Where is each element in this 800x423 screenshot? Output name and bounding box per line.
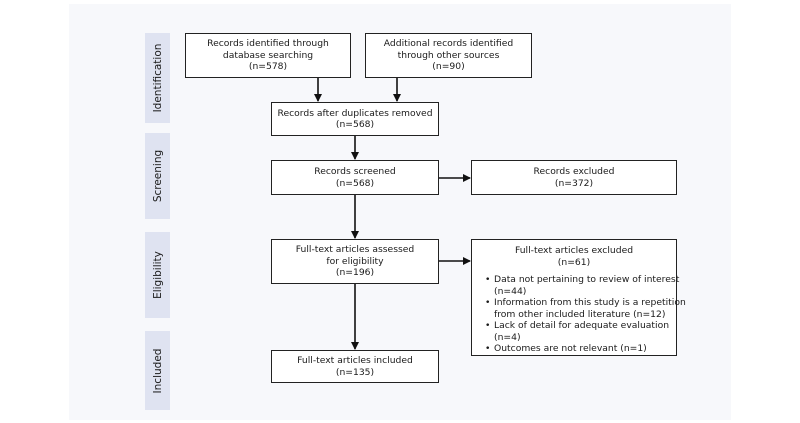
records-database-line1: Records identified through xyxy=(207,38,329,50)
exclusion-reason-text: Lack of detail for adequate evaluation xyxy=(494,320,670,331)
stage-label-screening: Screening xyxy=(151,149,164,203)
fulltext-assessed-box: Full-text articles assessed for eligibil… xyxy=(271,239,439,284)
records-excluded-count: (n=372) xyxy=(554,177,594,189)
fulltext-assessed-line2: for eligibility xyxy=(326,255,384,267)
exclusion-reasons-list: Data not pertaining to review of interes… xyxy=(476,274,686,355)
records-other-line2: through other sources xyxy=(397,49,500,61)
records-screened-box: Records screened (n=568) xyxy=(271,160,439,195)
fulltext-excluded-count: (n=61) xyxy=(557,256,591,268)
fulltext-assessed-count: (n=196) xyxy=(335,267,375,279)
exclusion-reason-text-line2: from other included literature (n=12) xyxy=(494,308,666,320)
stage-label-eligibility: Eligibility xyxy=(151,251,164,299)
exclusion-reason: Information from this study is a repetit… xyxy=(485,297,686,320)
exclusion-reason-text: Outcomes are not relevant (n=1) xyxy=(494,343,647,354)
fulltext-included-count: (n=135) xyxy=(335,366,375,378)
records-excluded-label: Records excluded xyxy=(533,166,615,177)
exclusion-reason: Outcomes are not relevant (n=1) xyxy=(485,343,672,355)
exclusion-reason-text: Information from this study is a repetit… xyxy=(494,297,686,308)
exclusion-reason: Data not pertaining to review of interes… xyxy=(485,274,680,297)
records-database-line2: database searching xyxy=(222,49,314,61)
duplicates-removed-box: Records after duplicates removed (n=568) xyxy=(271,102,439,136)
stage-identification: Identification xyxy=(145,33,170,123)
fulltext-included-label: Full-text articles included xyxy=(297,355,413,366)
records-database-count: (n=578) xyxy=(248,61,288,73)
stage-label-included: Included xyxy=(151,348,164,393)
records-excluded-box: Records excluded (n=372) xyxy=(471,160,677,195)
records-database-box: Records identified through database sear… xyxy=(185,33,351,78)
stage-screening: Screening xyxy=(145,133,170,219)
records-screened-count: (n=568) xyxy=(335,177,375,189)
fulltext-included-box: Full-text articles included (n=135) xyxy=(271,350,439,383)
duplicates-removed-count: (n=568) xyxy=(335,119,375,130)
stage-included: Included xyxy=(145,331,170,410)
records-screened-label: Records screened xyxy=(314,166,396,177)
stage-eligibility: Eligibility xyxy=(145,232,170,318)
exclusion-reason-count: (n=44) xyxy=(494,285,527,297)
records-other-count: (n=90) xyxy=(432,61,465,73)
stage-label-identification: Identification xyxy=(151,43,164,113)
fulltext-excluded-title: Full-text articles excluded xyxy=(514,245,634,256)
exclusion-reason: Lack of detail for adequate evaluation (… xyxy=(485,320,672,343)
fulltext-excluded-box: Full-text articles excluded (n=61) Data … xyxy=(471,239,686,356)
exclusion-reason-count: (n=4) xyxy=(494,331,521,343)
fulltext-assessed-line1: Full-text articles assessed xyxy=(295,244,415,256)
duplicates-removed-label: Records after duplicates removed xyxy=(277,107,433,119)
records-other-line1: Additional records identified xyxy=(383,38,514,50)
records-other-sources-box: Additional records identified through ot… xyxy=(365,33,532,78)
exclusion-reason-text: Data not pertaining to review of interes… xyxy=(494,274,680,285)
